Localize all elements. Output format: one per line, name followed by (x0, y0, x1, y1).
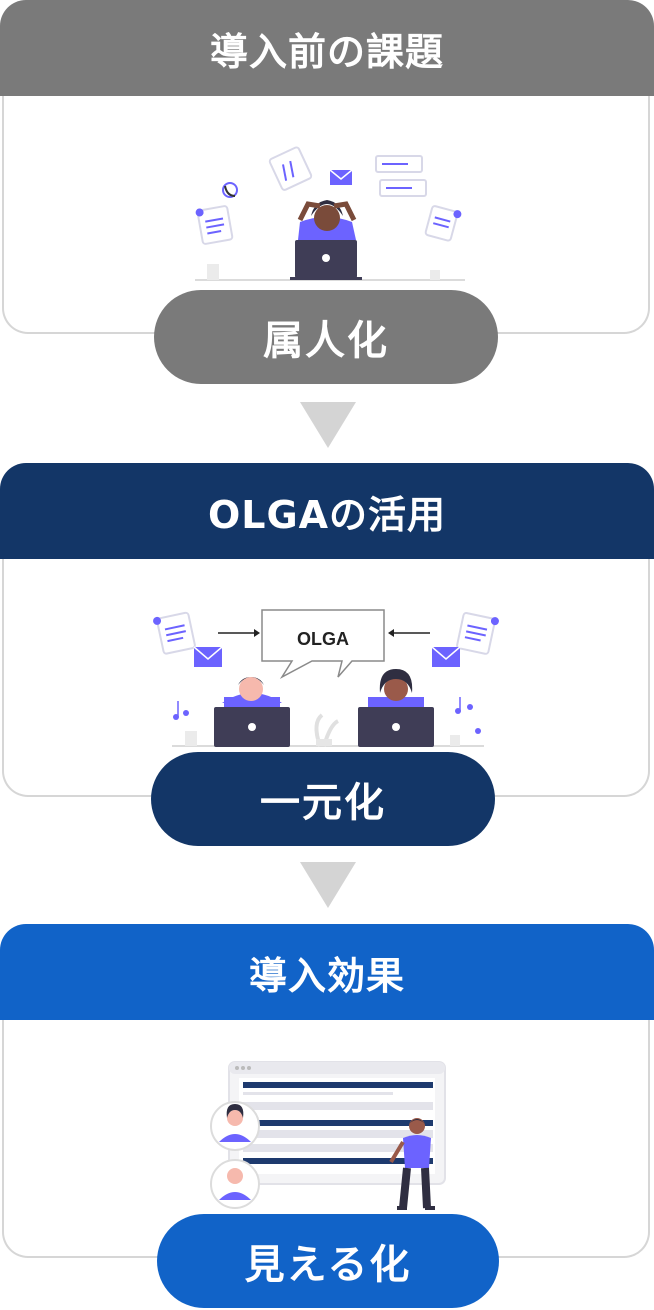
section-title: 導入効果 (248, 953, 405, 998)
pill-label: 見える化 (244, 1242, 412, 1288)
envelope-icon (329, 169, 353, 185)
down-arrow-icon (300, 862, 356, 908)
status-pill: 一元化 (151, 752, 495, 846)
dashboard-window (228, 1061, 446, 1185)
document-icon (424, 205, 462, 242)
status-pill: 見える化 (157, 1214, 499, 1308)
person-icon (389, 1118, 435, 1210)
envelope-icon (193, 646, 223, 667)
section-header: OLGAの活用 (0, 463, 654, 559)
document-icon (456, 612, 499, 655)
pill-label: 属人化 (263, 318, 389, 364)
down-arrow-icon (300, 402, 356, 448)
stressed-worker-illustration (195, 146, 465, 281)
section-before: 導入前の課題 (0, 0, 654, 386)
status-pill: 属人化 (154, 290, 498, 384)
envelope-icon (431, 646, 461, 667)
pill-label: 一元化 (260, 780, 386, 826)
arrow-left-icon (388, 629, 430, 637)
dashboard-illustration (210, 1061, 446, 1210)
shared-inbox-illustration: OLGA (153, 609, 499, 747)
document-icon (268, 146, 313, 191)
section-title: 導入前の課題 (209, 29, 444, 74)
music-note-icon (455, 697, 481, 734)
person-icon (214, 677, 290, 747)
document-icon (153, 611, 196, 655)
phone-icon (222, 182, 238, 198)
section-header: 導入前の課題 (0, 0, 654, 96)
avatar-icon (210, 1101, 260, 1151)
section-header: 導入効果 (0, 924, 654, 1020)
olga-speech-bubble: OLGA (261, 609, 385, 679)
document-icon (195, 205, 234, 245)
bubble-label: OLGA (297, 629, 349, 649)
person-icon (358, 669, 434, 747)
section-effect: 導入効果 (0, 924, 654, 1310)
plant-icon (314, 713, 340, 747)
section-olga: OLGAの活用 OLGA (0, 463, 654, 848)
document-icon (375, 155, 427, 197)
person-icon (290, 200, 362, 280)
section-title: OLGAの活用 (207, 492, 447, 537)
avatar-icon (210, 1159, 260, 1209)
arrow-right-icon (218, 629, 260, 637)
music-note-icon (173, 701, 189, 720)
